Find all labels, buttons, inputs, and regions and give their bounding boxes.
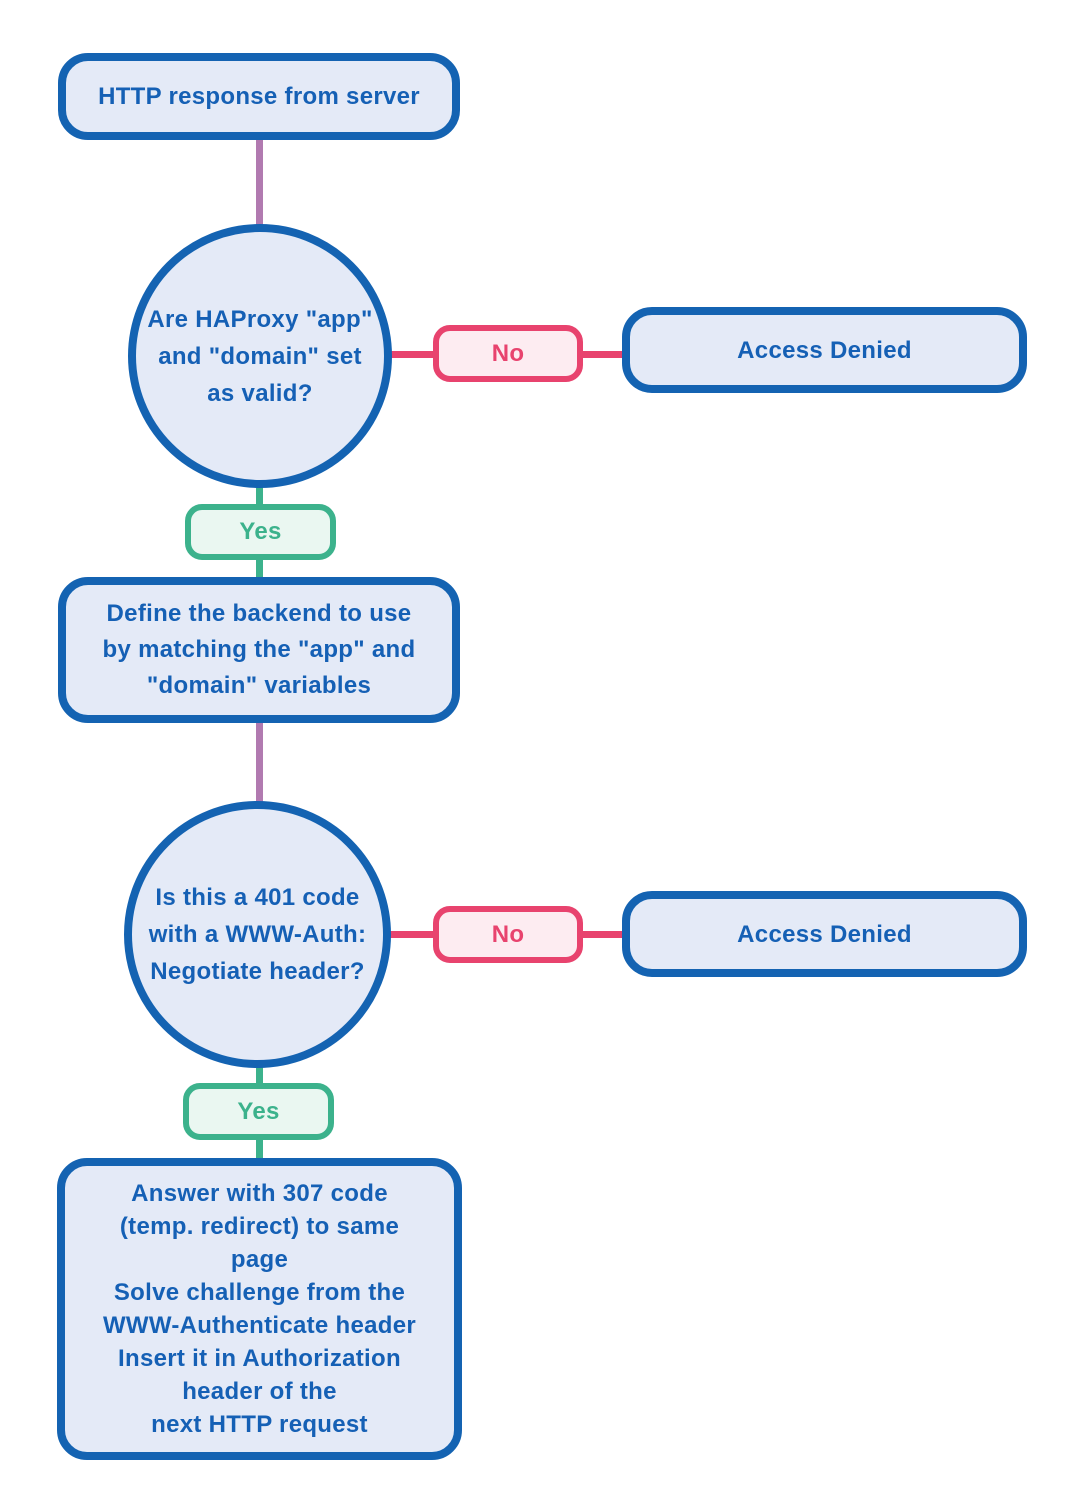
connector-decision1-to-yes1 bbox=[256, 478, 263, 510]
final-node-line: Solve challenge from the bbox=[113, 1279, 406, 1306]
access-denied2-label: Access Denied bbox=[737, 920, 912, 948]
define-backend-line: "domain" variables bbox=[146, 672, 372, 699]
connector-no2-to-denied2 bbox=[578, 931, 628, 938]
define-backend-line: Define the backend to use bbox=[106, 600, 412, 627]
no2-badge-label: No bbox=[491, 920, 525, 948]
access-denied1-label: Access Denied bbox=[737, 336, 912, 364]
decision2-line: Is this a 401 code bbox=[155, 884, 360, 911]
final-node-line: header of the bbox=[182, 1378, 337, 1405]
define-backend-node: Define the backend to use by matching th… bbox=[58, 577, 460, 723]
decision1-line: as valid? bbox=[207, 379, 313, 407]
connector-decision2-to-no2 bbox=[380, 931, 438, 938]
start-node-label: HTTP response from server bbox=[98, 83, 420, 110]
final-node-line: next HTTP request bbox=[151, 1411, 368, 1438]
final-node-line: (temp. redirect) to same bbox=[119, 1213, 400, 1240]
yes1-badge-label: Yes bbox=[239, 518, 282, 545]
yes1-badge: Yes bbox=[185, 504, 336, 560]
connector-start-to-decision1 bbox=[256, 135, 263, 235]
connector-define-to-decision2 bbox=[256, 716, 263, 808]
define-backend-line: by matching the "app" and bbox=[102, 636, 416, 663]
final-node-line: Answer with 307 code bbox=[131, 1180, 388, 1207]
connector-yes2-to-final bbox=[256, 1134, 263, 1166]
access-denied2-node: Access Denied bbox=[622, 891, 1027, 977]
decision2-circle: Is this a 401 code with a WWW-Auth: Nego… bbox=[124, 801, 391, 1068]
yes2-badge-label: Yes bbox=[237, 1097, 280, 1125]
decision2-line: with a WWW-Auth: bbox=[148, 921, 367, 948]
final-node-line: WWW-Authenticate header bbox=[102, 1312, 417, 1339]
access-denied1-node: Access Denied bbox=[622, 307, 1027, 393]
final-node-line: Insert it in Authorization bbox=[118, 1345, 401, 1372]
connector-decision1-to-no1 bbox=[380, 351, 438, 358]
start-node: HTTP response from server bbox=[58, 53, 460, 140]
connector-no1-to-denied1 bbox=[578, 351, 628, 358]
connector-yes1-to-define bbox=[256, 553, 263, 585]
no2-badge: No bbox=[433, 906, 583, 963]
no1-badge-label: No bbox=[491, 339, 525, 367]
yes2-badge: Yes bbox=[183, 1083, 334, 1140]
decision1-line: and "domain" set bbox=[158, 342, 362, 370]
decision1-line: Are HAProxy "app" bbox=[147, 305, 373, 333]
connector-decision2-to-yes2 bbox=[256, 1058, 263, 1090]
final-node-line: page bbox=[230, 1246, 289, 1273]
decision2-line: Negotiate header? bbox=[150, 958, 365, 985]
decision1-circle: Are HAProxy "app" and "domain" set as va… bbox=[128, 224, 392, 488]
final-node: Answer with 307 code (temp. redirect) to… bbox=[57, 1158, 462, 1460]
no1-badge: No bbox=[433, 325, 583, 382]
